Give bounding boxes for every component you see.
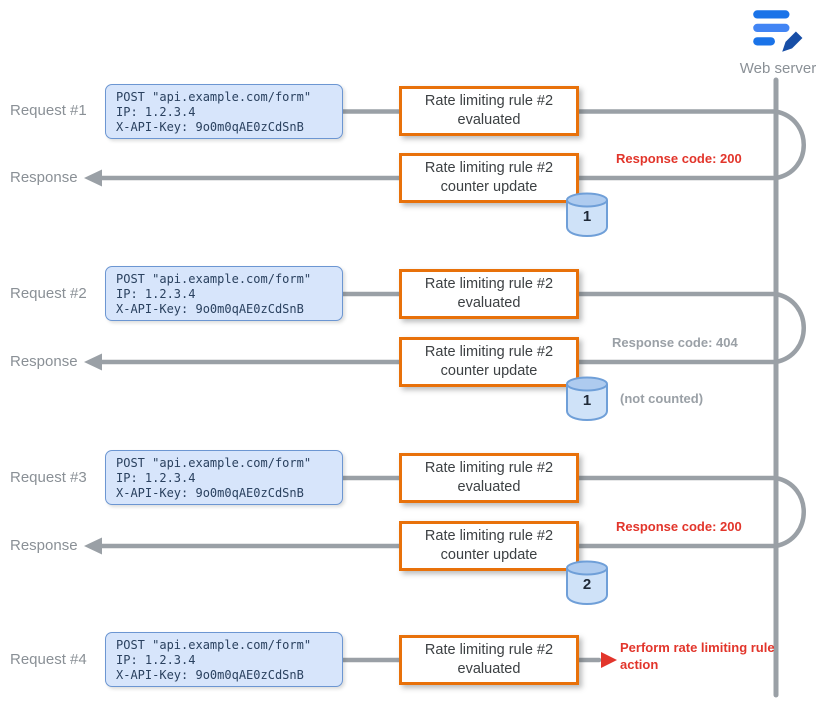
- request-ip: IP: 1.2.3.4: [116, 287, 196, 301]
- lane-label-response-2: Response: [10, 353, 78, 370]
- request-details-box-1: POST "api.example.com/form" IP: 1.2.3.4 …: [105, 84, 343, 139]
- form-icon: [753, 10, 803, 52]
- counter-update-text: Rate limiting rule #2: [424, 528, 554, 545]
- request-ip: IP: 1.2.3.4: [116, 471, 196, 485]
- counter-update-box-2: Rate limiting rule #2 counter update: [399, 337, 579, 387]
- counter-db-icon-1: 1: [563, 191, 611, 238]
- request-api-key: X-API-Key: 9o0m0qAE0zCdSnB: [116, 302, 304, 316]
- request-api-key: X-API-Key: 9o0m0qAE0zCdSnB: [116, 486, 304, 500]
- request-method: POST "api.example.com/form": [116, 638, 312, 652]
- counter-update-text: counter update: [440, 547, 538, 563]
- rule-evaluated-text: evaluated: [457, 479, 521, 495]
- rule-evaluated-text: Rate limiting rule #2: [424, 460, 554, 477]
- request-details-box-2: POST "api.example.com/form" IP: 1.2.3.4 …: [105, 266, 343, 321]
- lane-label-request-1: Request #1: [10, 102, 87, 119]
- web-server-label: Web server: [739, 60, 817, 77]
- response-arrowhead-2: [84, 353, 102, 371]
- rule-evaluated-text: Rate limiting rule #2: [424, 93, 554, 110]
- rule-evaluated-text: Rate limiting rule #2: [424, 276, 554, 293]
- request-response-arc-3: [773, 475, 806, 549]
- lane-label-request-4: Request #4: [10, 651, 87, 668]
- counter-update-text: counter update: [440, 179, 538, 195]
- rule-evaluated-box-2: Rate limiting rule #2 evaluated: [399, 269, 579, 319]
- counter-value-1: 1: [582, 208, 592, 225]
- request-api-key: X-API-Key: 9o0m0qAE0zCdSnB: [116, 120, 304, 134]
- counter-update-box-3: Rate limiting rule #2 counter update: [399, 521, 579, 571]
- response-code-annotation-1: Response code: 200: [616, 151, 742, 166]
- response-arrowhead-1: [84, 169, 102, 187]
- web-server-icon: [748, 3, 804, 59]
- response-code-annotation-3: Response code: 200: [616, 519, 742, 534]
- request-ip: IP: 1.2.3.4: [116, 653, 196, 667]
- request-response-arc-2: [773, 291, 806, 365]
- counter-db-icon-2: 1: [563, 375, 611, 422]
- lane-label-request-3: Request #3: [10, 469, 87, 486]
- rule-evaluated-box-4: Rate limiting rule #2 evaluated: [399, 635, 579, 685]
- not-counted-note: (not counted): [620, 391, 704, 406]
- database-icon: [566, 376, 608, 422]
- rule-action-annotation: Perform rate limiting rule action: [620, 640, 775, 672]
- rule-evaluated-box-1: Rate limiting rule #2 evaluated: [399, 86, 579, 136]
- counter-db-icon-3: 2: [563, 559, 611, 606]
- lane-label-response-1: Response: [10, 169, 78, 186]
- request-method: POST "api.example.com/form": [116, 90, 312, 104]
- request-details-box-4: POST "api.example.com/form" IP: 1.2.3.4 …: [105, 632, 343, 687]
- request-response-arc-1: [773, 109, 806, 181]
- counter-update-text: Rate limiting rule #2: [424, 344, 554, 361]
- counter-update-text: Rate limiting rule #2: [424, 160, 554, 177]
- rule-action-arrowhead: [601, 652, 617, 668]
- counter-value-3: 2: [582, 576, 592, 593]
- response-arrowhead-3: [84, 537, 102, 555]
- counter-update-box-1: Rate limiting rule #2 counter update: [399, 153, 579, 203]
- lane-label-response-3: Response: [10, 537, 78, 554]
- request-details-box-3: POST "api.example.com/form" IP: 1.2.3.4 …: [105, 450, 343, 505]
- request-ip: IP: 1.2.3.4: [116, 105, 196, 119]
- request-method: POST "api.example.com/form": [116, 456, 312, 470]
- request-method: POST "api.example.com/form": [116, 272, 312, 286]
- rule-evaluated-text: evaluated: [457, 295, 521, 311]
- rule-evaluated-text: Rate limiting rule #2: [424, 642, 554, 659]
- request-api-key: X-API-Key: 9o0m0qAE0zCdSnB: [116, 668, 304, 682]
- counter-value-2: 1: [582, 392, 592, 409]
- lane-label-request-2: Request #2: [10, 285, 87, 302]
- rule-evaluated-text: evaluated: [457, 112, 521, 128]
- counter-update-text: counter update: [440, 363, 538, 379]
- database-icon: [566, 192, 608, 238]
- database-icon: [566, 560, 608, 606]
- rule-evaluated-box-3: Rate limiting rule #2 evaluated: [399, 453, 579, 503]
- response-code-annotation-2: Response code: 404: [612, 335, 738, 350]
- rule-evaluated-text: evaluated: [457, 661, 521, 677]
